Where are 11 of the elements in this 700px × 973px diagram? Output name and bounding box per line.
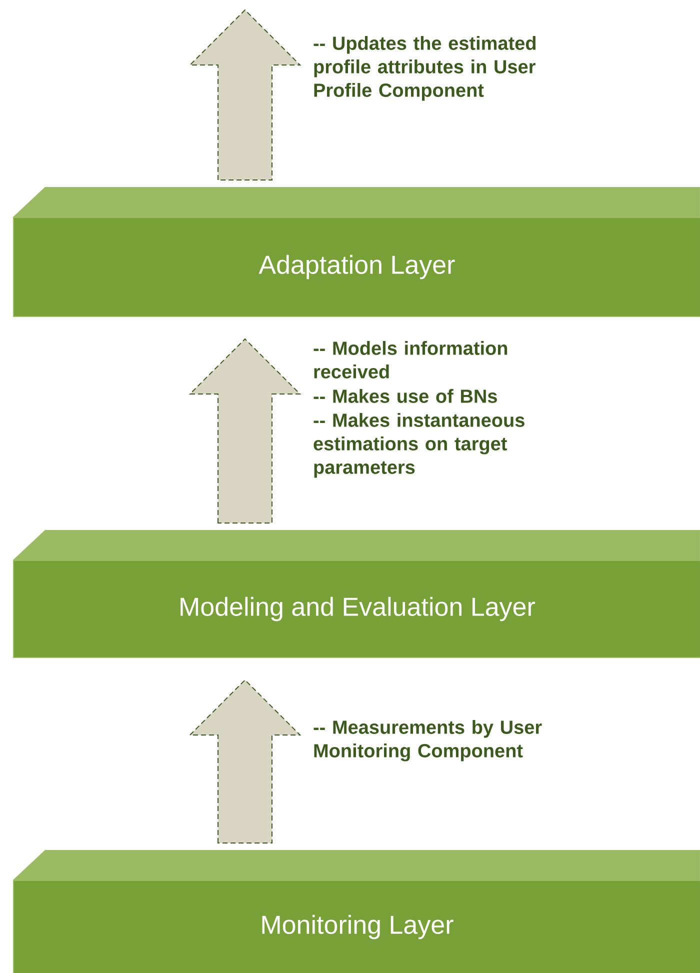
block-arrow [188,338,302,524]
block-arrow [188,679,302,844]
note-text: -- Models information received [314,341,508,378]
note-text: -- Measurements by User Monitoring Component [314,720,542,762]
layer-block: Monitoring Layer [13,850,700,973]
note-text: -- Updates the estimated profile attributes in User Profile Component [314,36,536,101]
note-text: -- Makes instantaneous estimations on target parameters [314,413,524,478]
layer-block: Modeling and Evaluation Layer [13,530,700,658]
block-arrow [188,9,302,180]
layer-block: Adaptation Layer [13,187,700,317]
note-text: -- Makes use of BNs [314,389,497,403]
